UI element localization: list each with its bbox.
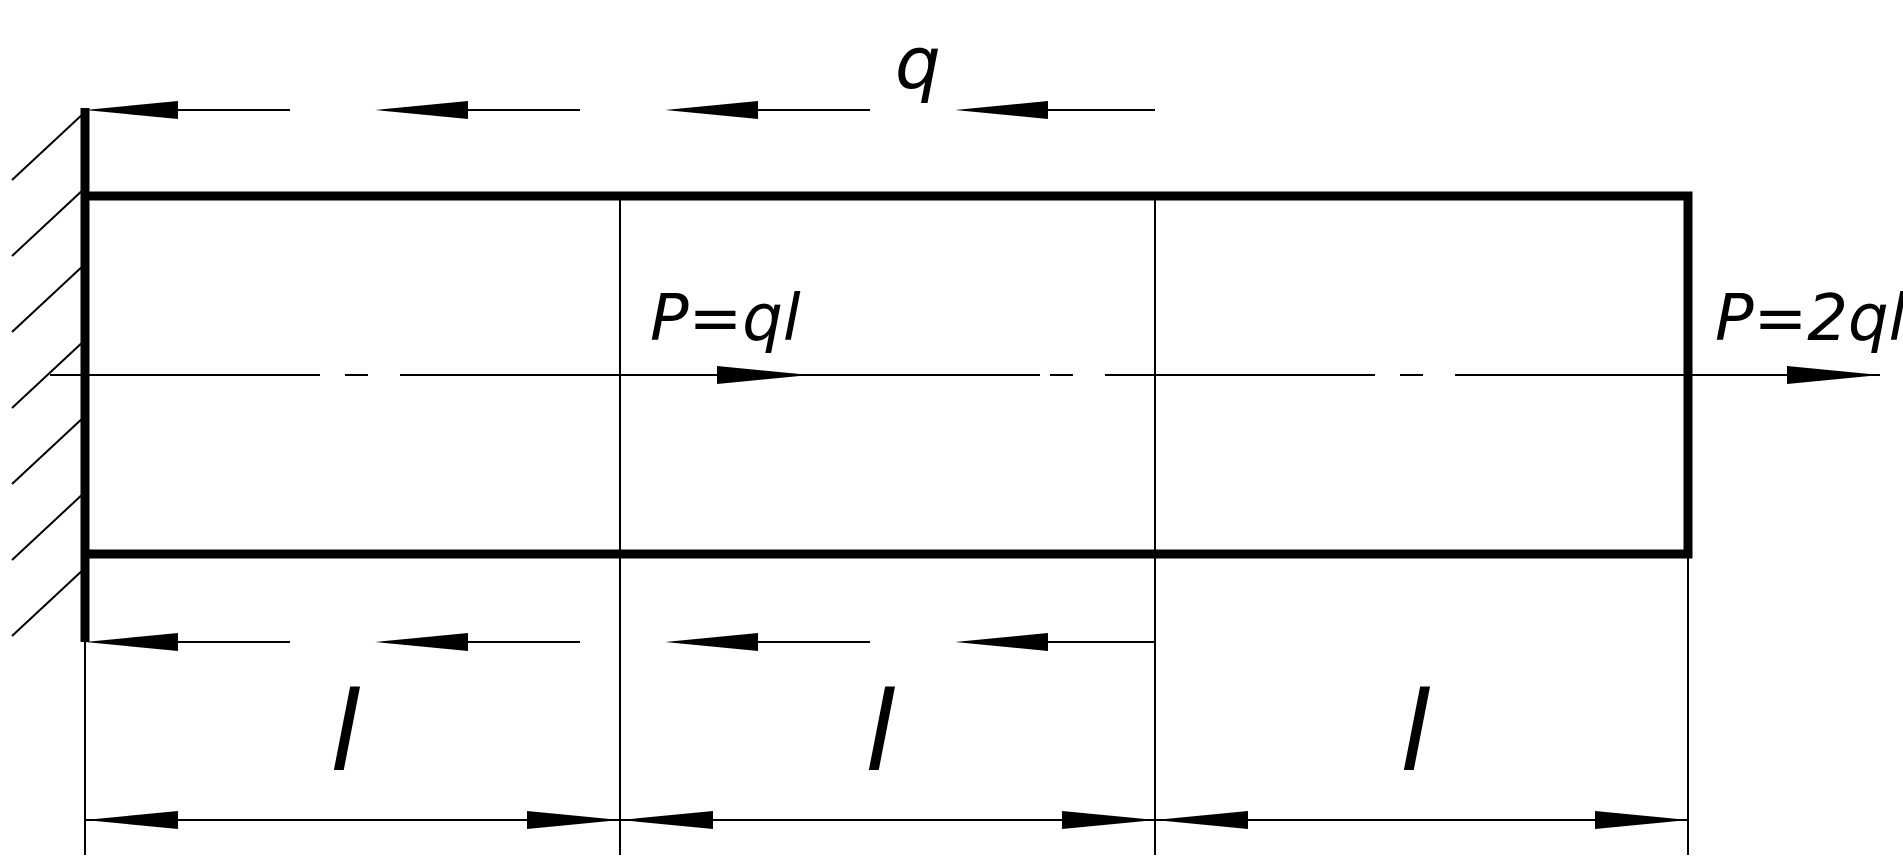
- dimension-label-3: l: [1400, 668, 1431, 796]
- arrow-left-icon: [375, 633, 580, 651]
- distributed-load-top: [85, 101, 1155, 119]
- load-label-q: q: [895, 21, 941, 105]
- force-arrow-p2: [1787, 366, 1880, 384]
- arrow-left-icon: [955, 633, 1155, 651]
- force-label-p1: P=ql: [650, 282, 801, 356]
- arrow-left-icon: [665, 633, 870, 651]
- arrow-left-icon: [665, 101, 870, 119]
- force-label-p2: P=2ql: [1715, 282, 1903, 356]
- double-arrow-icon: [85, 811, 620, 829]
- distributed-load-bottom: [85, 633, 1155, 651]
- arrow-left-icon: [375, 101, 580, 119]
- double-arrow-icon: [620, 811, 1155, 829]
- double-arrow-icon: [1155, 811, 1688, 829]
- arrow-right-icon: [717, 366, 810, 384]
- arrow-left-icon: [85, 101, 290, 119]
- force-arrow-p1: [717, 366, 810, 384]
- arrow-right-icon: [1787, 366, 1880, 384]
- dimension-label-1: l: [330, 668, 361, 796]
- arrow-left-icon: [85, 633, 290, 651]
- dimension-line: [85, 811, 1688, 829]
- dimension-label-2: l: [865, 668, 896, 796]
- arrow-left-icon: [955, 101, 1155, 119]
